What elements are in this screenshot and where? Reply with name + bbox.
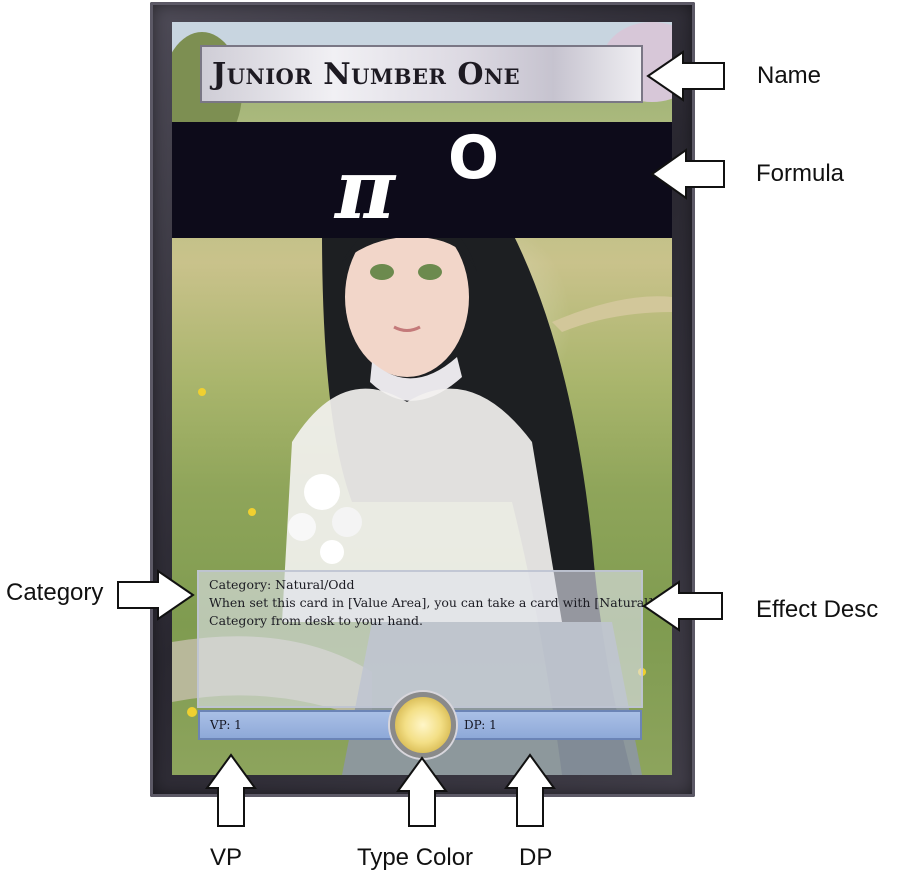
vp-value: VP: 1 [210,718,242,732]
mouth [393,325,421,332]
card-name-plate: Junior Number One [200,45,643,103]
outline-arrow-icon [396,756,448,827]
type-color-orb [390,692,456,758]
label-formula: Formula [756,160,845,187]
formula-band [172,122,672,238]
garden-path [552,296,672,332]
label-vp: VP [210,844,243,871]
outline-arrow-icon [504,753,556,827]
wildflower [198,388,206,396]
vp-bar: VP: 1 [198,710,394,740]
eye-right [418,264,442,280]
blouse [282,388,562,622]
category-line: Category: Natural/Odd [209,577,355,592]
label-dp: DP [519,844,553,871]
effect-description-box: Category: Natural/Odd When set this card… [197,570,654,708]
face [345,217,469,377]
bouquet-flower [288,513,316,541]
wildflower [187,707,197,717]
formula-base: π [334,142,396,238]
formula-exponent: O [448,123,500,193]
effect-line: When set this card in [Value Area], you … [209,595,654,610]
outline-arrow-icon [646,50,725,102]
dp-value: DP: 1 [464,718,497,732]
card-name: Junior Number One [212,56,521,92]
dp-bar: DP: 1 [452,710,642,740]
outline-arrow-icon [205,753,257,827]
label-type-color: Type Color [357,844,474,871]
effect-line: Category from desk to your hand. [209,613,423,628]
wildflower [248,508,256,516]
outline-arrow-icon [117,569,195,621]
outline-arrow-icon [642,580,723,632]
label-category: Category [6,579,104,606]
eye-left [370,264,394,280]
label-name: Name [757,62,822,89]
outline-arrow-icon [650,148,725,200]
label-effect-desc: Effect Desc [756,596,879,623]
bouquet-flower [332,507,362,537]
bouquet-flower [320,540,344,564]
bouquet-flower [304,474,340,510]
